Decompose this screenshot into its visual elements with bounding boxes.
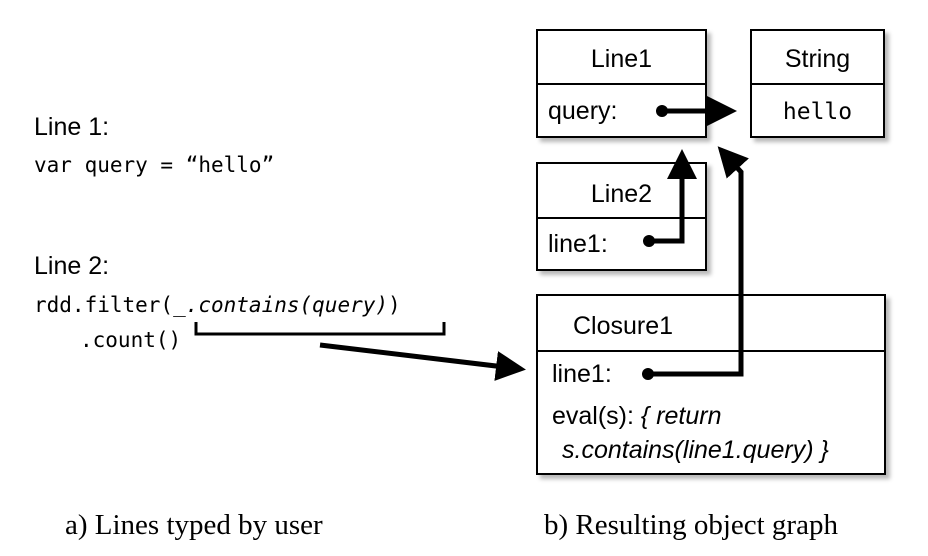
closure1-object-divider bbox=[538, 350, 884, 352]
line1-code: var query = “hello” bbox=[34, 153, 275, 177]
string-object-title: String bbox=[784, 45, 851, 73]
closure1-eval-line1: eval(s): { return bbox=[552, 402, 722, 431]
closure-to-line1-arrow bbox=[648, 146, 749, 377]
line2-code: rdd.filter(_.contains(query)) bbox=[34, 293, 401, 317]
code-to-closure-arrow bbox=[319, 342, 526, 381]
closure1-object-title: Closure1 bbox=[573, 312, 674, 340]
line2-object-divider bbox=[538, 217, 705, 219]
line1-object-box: Line1 query: bbox=[536, 29, 707, 138]
caption-left: a) Lines typed by user bbox=[65, 509, 323, 541]
closure1-eval-prefix: eval(s): bbox=[552, 402, 641, 430]
closure1-eval-body-2: s.contains(line1.query) } bbox=[562, 436, 829, 464]
line1-query-field: query: bbox=[548, 97, 618, 125]
line2-code-lambda: _.contains(query) bbox=[173, 293, 389, 317]
line1-heading: Line 1: bbox=[34, 113, 110, 141]
string-object-value: hello bbox=[782, 99, 853, 125]
line1-object-title: Line1 bbox=[590, 45, 653, 73]
line2-object-box: Line2 line1: bbox=[536, 162, 707, 271]
closure1-object-box: Closure1 line1: eval(s): { return s.cont… bbox=[536, 294, 886, 475]
line1-object-divider bbox=[538, 83, 705, 85]
line2-to-line1-arrow bbox=[649, 149, 697, 244]
line2-line1-field: line1: bbox=[548, 230, 608, 258]
string-object-divider bbox=[752, 83, 883, 85]
line2-heading: Line 2: bbox=[34, 252, 110, 280]
closure1-line1-field: line1: bbox=[552, 360, 612, 388]
string-object-box: String hello bbox=[750, 29, 885, 138]
line2-code-prefix: rdd.filter( bbox=[34, 293, 174, 317]
caption-right: b) Resulting object graph bbox=[544, 509, 838, 541]
lambda-underline-bracket bbox=[194, 322, 446, 336]
line2-code-continuation: .count() bbox=[80, 328, 182, 352]
closure1-eval-body-1: { return bbox=[640, 402, 722, 430]
line2-object-title: Line2 bbox=[590, 180, 653, 208]
line2-code-suffix: ) bbox=[388, 293, 401, 317]
